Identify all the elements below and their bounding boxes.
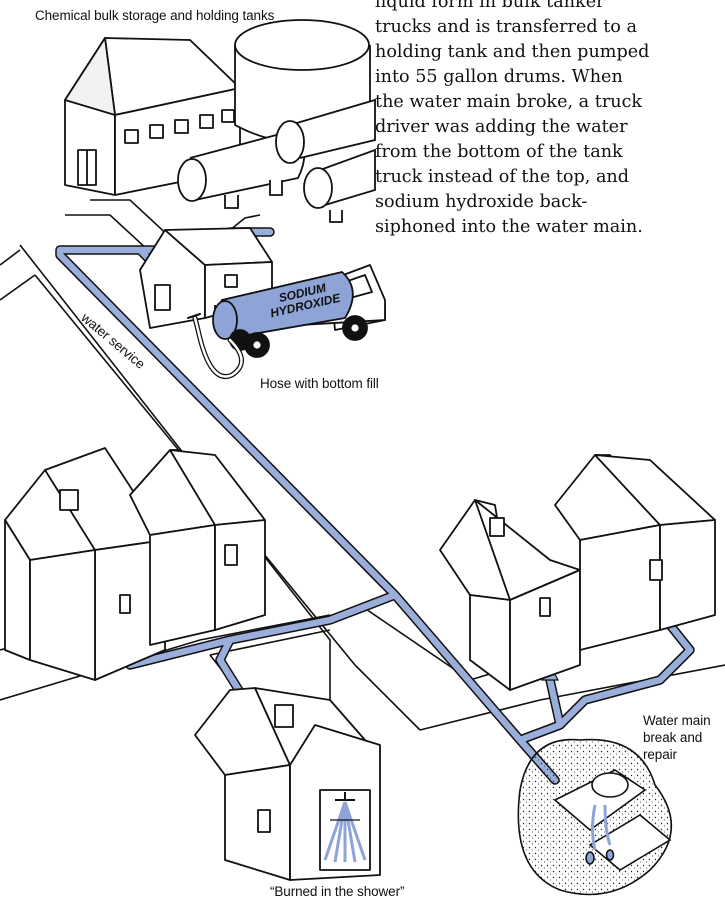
narrative-line: into 55 gallon drums. When — [375, 65, 725, 90]
house-2 — [130, 450, 265, 645]
narrative-line: liquid form in bulk tanker — [375, 0, 725, 15]
narrative-line: the water main broke, a truck — [375, 90, 725, 115]
narrative-text: liquid form in bulk tanker trucks and is… — [375, 0, 725, 240]
narrative-line: trucks and is transferred to a — [375, 15, 725, 40]
house-shower — [195, 688, 380, 880]
narrative-line: truck instead of the top, and — [375, 165, 725, 190]
break-label: Water main break and repair — [643, 712, 711, 763]
narrative-line: from the bottom of the tank — [375, 140, 725, 165]
break-label-line: Water main — [643, 712, 711, 729]
break-label-line: break and — [643, 729, 711, 746]
narrative-line: sodium hydroxide back- — [375, 190, 725, 215]
break-label-line: repair — [643, 746, 711, 763]
narrative-line: siphoned into the water main. — [375, 215, 725, 240]
narrative-line: driver was adding the water — [375, 115, 725, 140]
burned-label: “Burned in the shower” — [270, 884, 404, 899]
storage-label: Chemical bulk storage and holding tanks — [35, 8, 274, 23]
narrative-line: holding tank and then pumped — [375, 40, 725, 65]
house-3 — [440, 500, 580, 690]
hose-label: Hose with bottom fill — [260, 376, 379, 391]
